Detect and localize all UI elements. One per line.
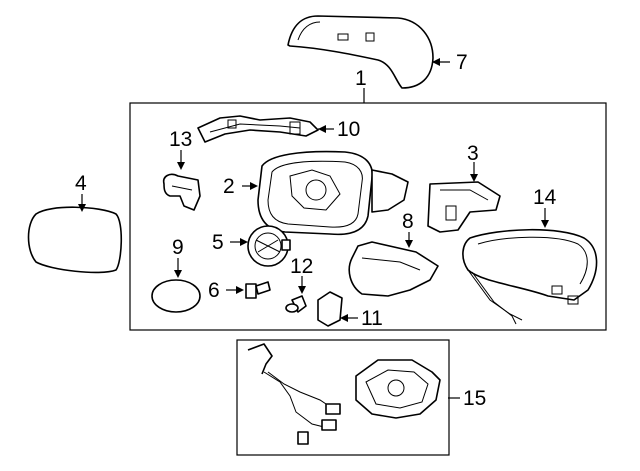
callout-9: 9 [172, 236, 184, 259]
harness-part[interactable] [462, 228, 598, 325]
callout-5: 5 [212, 231, 224, 254]
mirror-glass-part[interactable] [27, 206, 123, 274]
callout-14: 14 [533, 186, 557, 209]
callout-6: 6 [208, 279, 220, 302]
callout-10: 10 [337, 118, 360, 141]
motor-part[interactable] [247, 225, 291, 267]
bulb-part[interactable] [285, 295, 307, 313]
callout-1: 1 [355, 67, 367, 90]
puddle-lamp-part[interactable] [317, 291, 343, 327]
lower-cover-part[interactable] [348, 241, 439, 297]
clip-part[interactable] [162, 173, 201, 211]
assembly-frame [129, 102, 607, 331]
callout-11: 11 [361, 307, 383, 330]
kit-part[interactable] [247, 343, 441, 445]
mirror-cover-part[interactable] [287, 15, 434, 89]
screw-part[interactable] [245, 281, 271, 299]
bracket-part[interactable] [427, 181, 501, 233]
turn-signal-part[interactable] [197, 115, 319, 143]
callout-12: 12 [290, 255, 313, 278]
callout-13: 13 [169, 128, 192, 151]
callout-8: 8 [402, 210, 414, 233]
callout-7: 7 [456, 51, 468, 74]
cap-part[interactable] [151, 279, 201, 313]
callout-3: 3 [467, 142, 479, 165]
callout-2: 2 [223, 175, 235, 198]
callout-15: 15 [463, 387, 486, 410]
callout-4: 4 [75, 172, 87, 195]
housing-part[interactable] [257, 150, 409, 236]
